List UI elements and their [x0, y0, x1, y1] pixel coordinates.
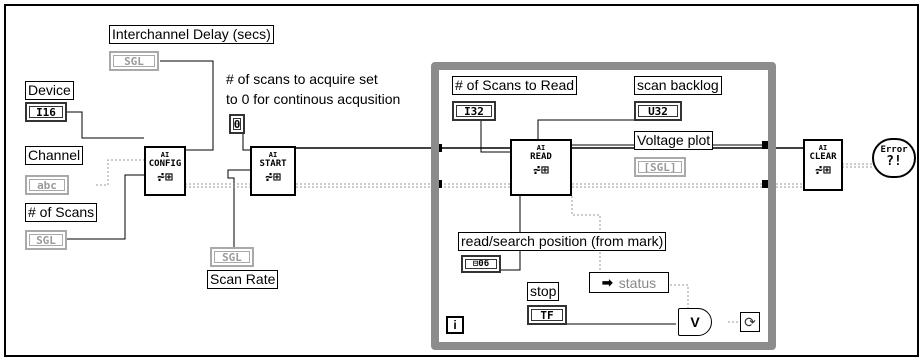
ai-clear-top-text: AI — [818, 144, 828, 152]
channel-label: Channel — [25, 146, 84, 165]
daq-acquire-icon: ⩫⊞ — [815, 163, 831, 178]
daq-acquire-icon: ⩫⊞ — [265, 170, 281, 185]
read-search-position-label: read/search position (from mark) — [458, 232, 667, 251]
status-element: status — [618, 274, 657, 291]
daq-acquire-icon: ⩫⊞ — [533, 163, 549, 178]
ai-config-vi[interactable]: AI CONFIG ⩫⊞ — [144, 146, 186, 196]
stop-terminal[interactable]: TF — [527, 305, 567, 325]
iteration-terminal-icon: i — [446, 316, 464, 334]
scan-rate-label: Scan Rate — [207, 270, 279, 289]
error-handler-top: Error — [880, 145, 908, 155]
device-terminal[interactable]: I16 — [25, 102, 67, 122]
ai-config-top-text: AI — [160, 151, 170, 159]
scans-to-read-terminal[interactable]: I32 — [452, 101, 496, 121]
stop-label: stop — [527, 282, 560, 301]
interchannel-delay-label: Interchannel Delay (secs) — [109, 25, 274, 44]
position-constant-terminal[interactable]: ⊟06 — [461, 255, 501, 273]
device-label: Device — [25, 81, 74, 100]
ai-read-top-text: AI — [536, 144, 546, 152]
ai-start-name: START — [259, 159, 287, 169]
ai-clear-vi[interactable]: AI CLEAR ⩫⊞ — [803, 139, 843, 191]
scan-backlog-label: scan backlog — [634, 76, 722, 95]
scan-backlog-terminal[interactable]: U32 — [634, 101, 682, 121]
ai-clear-name: CLEAR — [809, 152, 837, 162]
shift-arrow-icon: ➡ — [601, 274, 613, 290]
ai-config-name: CONFIG — [148, 159, 182, 169]
daq-acquire-icon: ⩫⊞ — [157, 170, 173, 185]
while-loop[interactable] — [431, 62, 776, 350]
num-scans-label: # of Scans — [25, 203, 98, 222]
scans-to-acquire-terminal[interactable]: 0 — [229, 114, 245, 134]
scans-to-acquire-note-line1: # of scans to acquire set — [226, 71, 378, 87]
scan-rate-terminal[interactable]: SGL — [210, 247, 254, 267]
interchannel-delay-terminal[interactable]: SGL — [109, 51, 159, 71]
scans-to-acquire-note-line2: to 0 for continous acqusition — [226, 91, 401, 107]
voltage-plot-label: Voltage plot — [634, 131, 714, 150]
scans-to-read-label: # of Scans to Read — [452, 76, 578, 95]
ai-read-name: READ — [530, 152, 552, 162]
or-gate-icon[interactable]: V — [678, 308, 712, 336]
ai-start-vi[interactable]: AI START ⩫⊞ — [250, 146, 296, 196]
voltage-plot-terminal[interactable]: [SGL] — [634, 157, 686, 177]
error-handler-icon[interactable]: Error ?! — [872, 138, 916, 178]
ai-start-top-text: AI — [268, 151, 278, 159]
ai-read-vi[interactable]: AI READ ⩫⊞ — [510, 139, 572, 196]
num-scans-terminal[interactable]: SGL — [25, 230, 67, 250]
loop-condition-icon[interactable]: ⟳ — [740, 312, 760, 332]
error-handler-name: ?! — [886, 154, 902, 169]
status-unbundle[interactable]: ➡ status — [589, 272, 669, 293]
channel-terminal[interactable]: abc — [25, 175, 69, 195]
